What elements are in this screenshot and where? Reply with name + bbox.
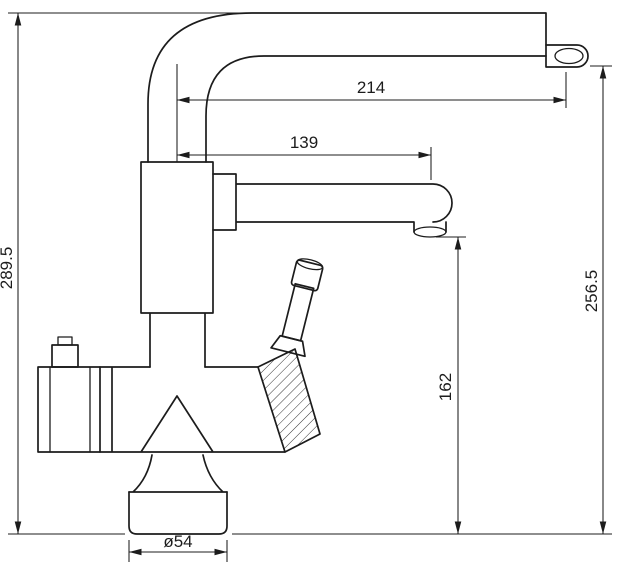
joystick-handle [270,258,324,358]
dim-top-spout-reach-extensions [176,64,567,162]
dim-overall-height: 289.5 [0,12,250,535]
base-flare [128,454,228,493]
aerator-face [554,47,584,65]
left-valve-body [37,366,101,453]
dim-lower-spout-reach: 139 [177,133,432,180]
dim-lower-outlet-height: 162 [436,236,466,534]
tee-body-outline [99,366,286,453]
lower-spout-outline [212,173,453,233]
dim-label-lower-outlet-height: 162 [436,373,455,401]
joystick-cap-top [296,258,324,271]
faucet-outline [37,12,589,535]
spout-arc-outline [147,12,547,163]
dim-label-top-outlet-height: 256.5 [582,270,601,313]
left-valve-detail-lines [49,366,91,453]
lower-spout-outlet [413,226,447,238]
hatched-section [257,348,321,453]
dim-overall-height-extensions [8,12,250,535]
dim-label-overall-height: 289.5 [0,247,16,290]
dim-base-diameter: ø54 [128,532,228,562]
dim-label-base-diameter: ø54 [163,532,192,551]
dim-label-top-spout-reach: 214 [357,78,385,97]
dim-top-spout-reach: 214 [176,64,567,162]
base-cylinder [128,491,228,535]
joystick-stem [281,282,315,342]
joystick-flange [270,334,306,358]
joystick-cap [290,259,324,292]
aerator-cap [545,44,589,68]
housing-outline [140,161,214,368]
left-valve-knob [51,344,79,368]
dim-top-outlet-height: 256.5 [232,65,612,535]
dim-label-lower-spout-reach: 139 [290,133,318,152]
left-valve-knob-nub [57,336,73,346]
